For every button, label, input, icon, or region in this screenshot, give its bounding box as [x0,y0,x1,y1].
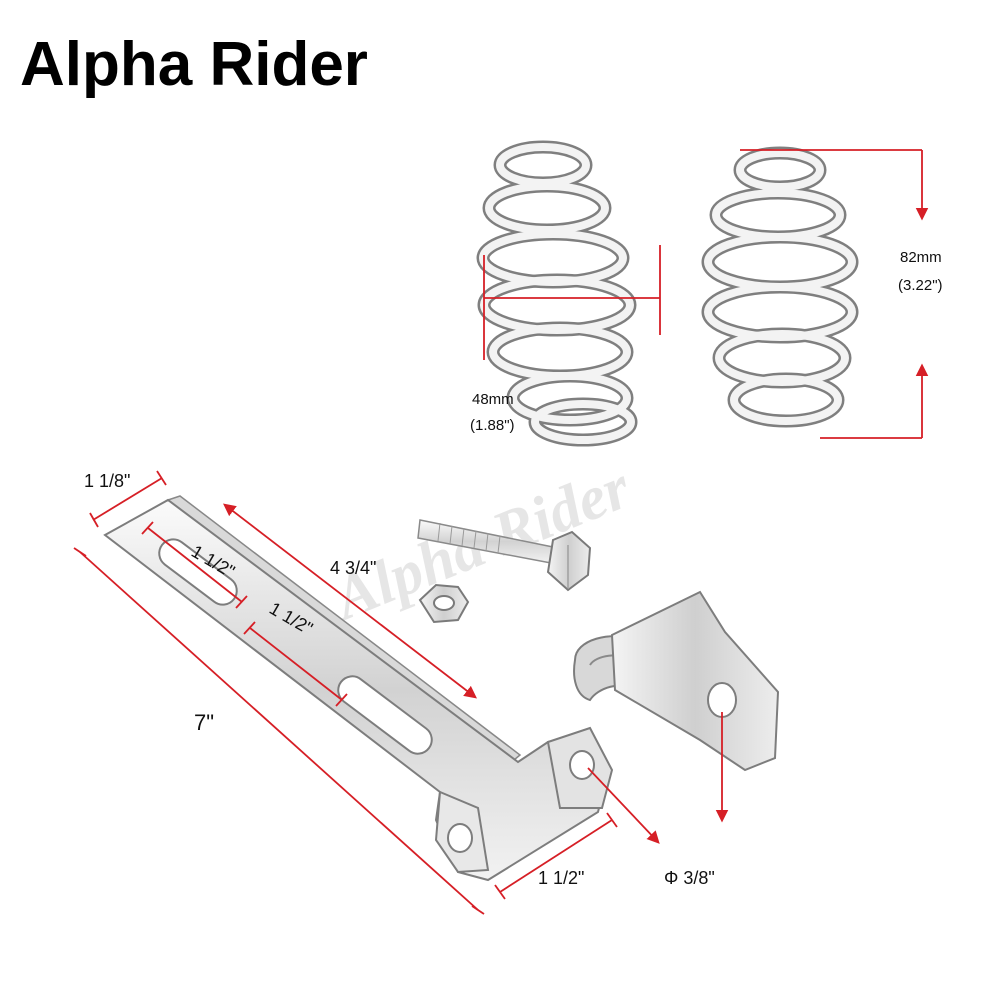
dim-spring-width [483,245,661,360]
dim-tab-width [494,812,618,900]
label-spring-height-in: (3.22") [898,277,943,294]
dim-spring-height [740,149,929,439]
dim-bracket-width [89,470,167,528]
label-hole-diameter: Φ 3/8" [664,868,715,888]
label-spring-width-mm: 48mm [472,391,514,408]
small-bracket [573,590,780,772]
dim-hole-diameter [587,712,729,844]
bracket-end-hole [447,823,473,853]
label-tab-width: 1 1/2" [538,868,584,888]
bracket-tab-hole [569,750,595,780]
label-bolt-length: 4 3/4" [330,558,376,578]
spring-left [476,140,638,447]
brand-title: Alpha Rider [20,30,368,99]
dim-bolt-length [223,503,477,699]
dim-slot-2 [243,621,348,707]
label-spring-width-in: (1.88") [470,417,515,434]
dim-bracket-length [73,547,485,915]
label-spring-height-mm: 82mm [900,249,942,266]
dimension-lines [73,149,929,915]
label-bracket-length: 7" [194,710,214,735]
small-bracket-hole [707,682,737,718]
label-bracket-width: 1 1/8" [84,471,130,491]
dim-slot-1 [141,521,248,609]
spring-right [701,146,859,428]
